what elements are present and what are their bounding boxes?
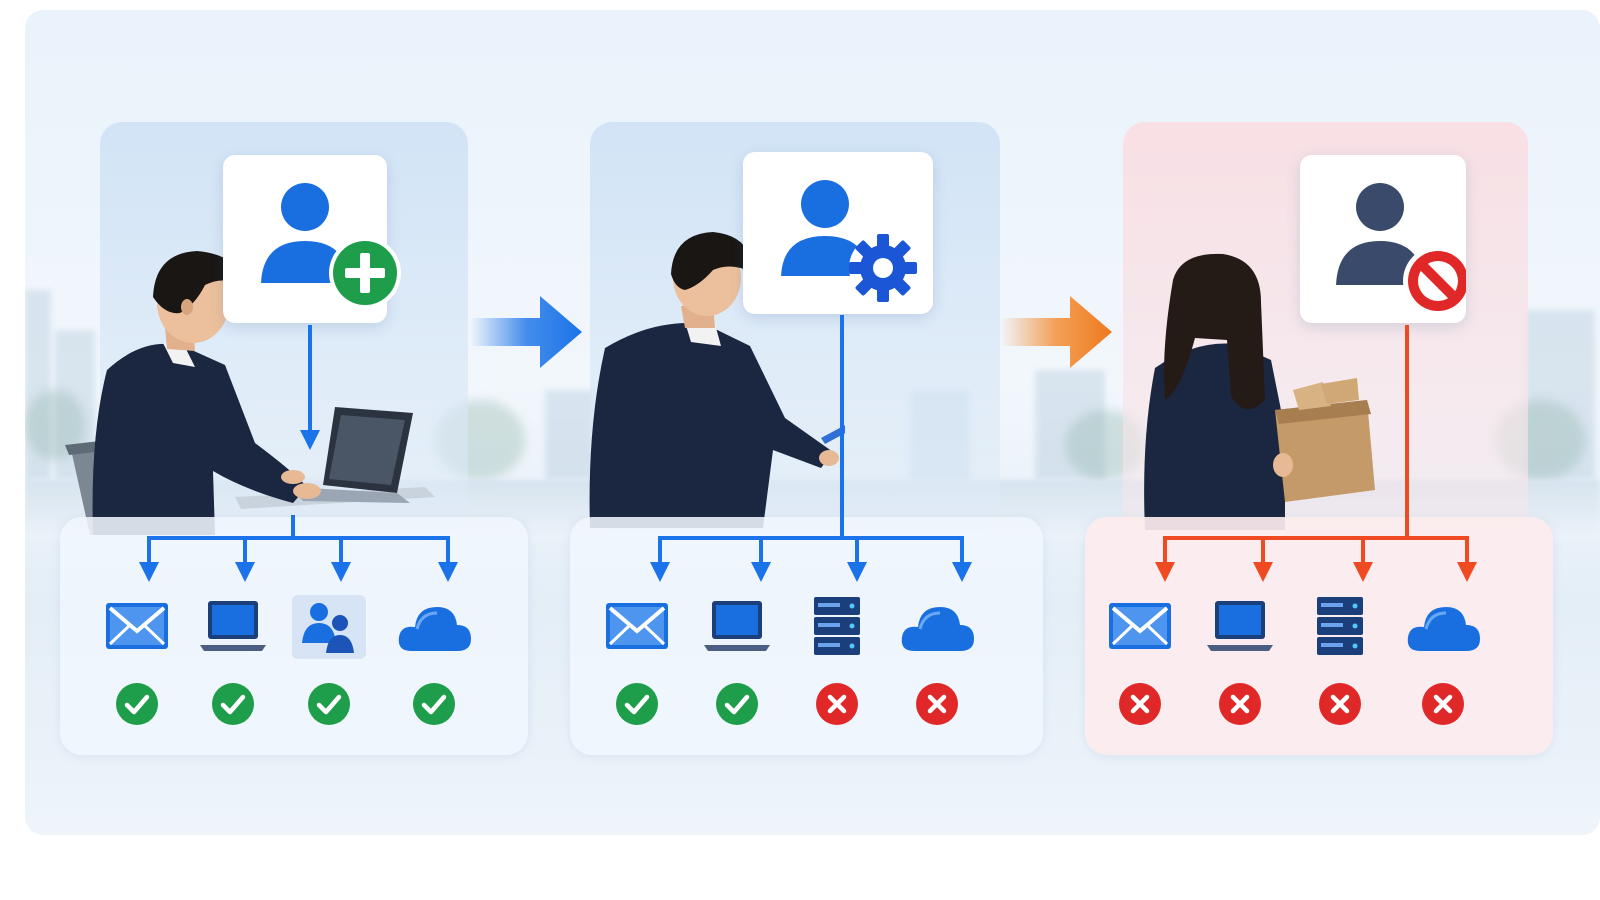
identity-card-onboarding [223,155,401,323]
user-icon [781,180,869,276]
plus-icon [333,241,397,305]
employee-at-laptop-figure [65,251,435,535]
background-building [25,290,51,480]
background-building [1525,310,1595,480]
cloud-icon [901,607,974,651]
x-icon [1319,683,1361,725]
check-icon [413,683,455,725]
cloud-icon [1407,607,1480,651]
connector-offboarding [1155,325,1477,582]
departing-employee-with-box-figure [1144,253,1375,530]
background-building [1035,370,1105,480]
x-icon [1422,683,1464,725]
gear-icon [849,234,917,302]
server-icon [814,597,860,655]
laptop-icon [200,601,266,651]
x-icon [816,683,858,725]
mail-icon [606,603,668,649]
user-icon [261,183,349,283]
laptop-icon [704,601,770,651]
x-icon [1219,683,1261,725]
server-icon [1317,597,1363,655]
blocked-icon [1403,246,1473,316]
arrow-right-icon [470,296,582,368]
user-icon [1336,183,1424,285]
check-icon [116,683,158,725]
check-icon [616,683,658,725]
employee-with-tablet-figure [589,232,845,528]
team-icon [292,595,366,659]
check-icon [308,683,350,725]
laptop-icon [1207,601,1273,651]
identity-card-role-change [743,152,933,314]
mail-icon [1109,603,1171,649]
connector-role-change [650,315,972,582]
x-icon [1119,683,1161,725]
plus-badge [329,237,401,309]
check-icon [716,683,758,725]
cloud-icon [398,607,471,651]
access-flow-connectors [139,315,1477,582]
mail-icon [106,603,168,649]
check-icon [212,683,254,725]
x-icon [916,683,958,725]
arrow-right-icon [1000,296,1112,368]
diagram-canvas [25,10,1600,835]
identity-card-offboarding [1300,155,1473,323]
connector-onboarding [139,325,458,582]
background-building [545,390,595,480]
